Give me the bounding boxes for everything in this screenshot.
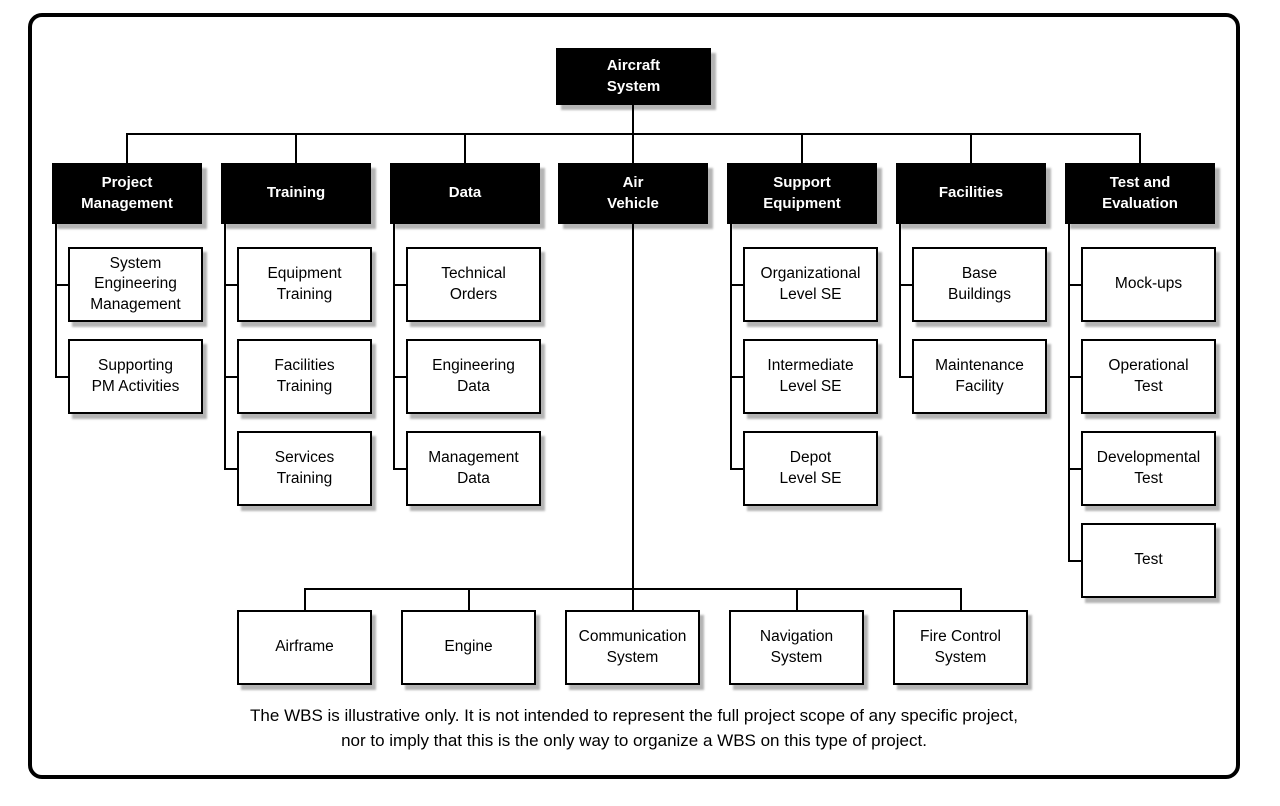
diagram-border — [28, 13, 1240, 779]
connector-elbow — [1068, 284, 1081, 286]
node-communication-system: Communication System — [565, 610, 700, 685]
node-airframe: Airframe — [237, 610, 372, 685]
node-engineering-data: Engineering Data — [406, 339, 541, 414]
connector-trunk-support-equipment — [730, 224, 732, 469]
node-depot-level-se: Depot Level SE — [743, 431, 878, 506]
connector-stub-fire-control-system — [960, 588, 962, 611]
connector-trunk-project-management — [55, 224, 57, 377]
connector-elbow — [55, 376, 68, 378]
node-data: Data — [390, 163, 540, 224]
node-project-management: Project Management — [52, 163, 202, 224]
connector-elbow — [1068, 376, 1081, 378]
node-services-training: Services Training — [237, 431, 372, 506]
connector-elbow — [730, 376, 743, 378]
connector-elbow — [393, 468, 406, 470]
connector-elbow — [899, 376, 912, 378]
connector-elbow — [1068, 468, 1081, 470]
connector-stub-project-management — [126, 133, 128, 163]
node-aircraft-system: Aircraft System — [556, 48, 711, 105]
node-technical-orders: Technical Orders — [406, 247, 541, 322]
node-training: Training — [221, 163, 371, 224]
connector-elbow — [1068, 560, 1081, 562]
connector-trunk-air-vehicle — [632, 224, 634, 611]
node-system-engineering-management: System Engineering Management — [68, 247, 203, 322]
connector-trunk-training — [224, 224, 226, 469]
node-test: Test — [1081, 523, 1216, 598]
connector-elbow — [730, 284, 743, 286]
connector-stub-support-equipment — [801, 133, 803, 163]
connector-stub-facilities — [970, 133, 972, 163]
connector-stub-navigation-system — [796, 588, 798, 611]
node-facilities: Facilities — [896, 163, 1046, 224]
node-equipment-training: Equipment Training — [237, 247, 372, 322]
connector-air-vehicle-bus — [304, 588, 962, 590]
connector-stub-airframe — [304, 588, 306, 611]
node-air-vehicle: Air Vehicle — [558, 163, 708, 224]
node-organizational-level-se: Organizational Level SE — [743, 247, 878, 322]
node-engine: Engine — [401, 610, 536, 685]
node-support-equipment: Support Equipment — [727, 163, 877, 224]
connector-stub-data — [464, 133, 466, 163]
connector-stub-engine — [468, 588, 470, 611]
node-supporting-pm-activities: Supporting PM Activities — [68, 339, 203, 414]
connector-elbow — [224, 468, 237, 470]
connector-elbow — [393, 376, 406, 378]
connector-elbow — [224, 376, 237, 378]
connector-elbow — [393, 284, 406, 286]
node-intermediate-level-se: Intermediate Level SE — [743, 339, 878, 414]
connector-stub-training — [295, 133, 297, 163]
node-developmental-test: Developmental Test — [1081, 431, 1216, 506]
node-test-and-evaluation: Test and Evaluation — [1065, 163, 1215, 224]
node-management-data: Management Data — [406, 431, 541, 506]
connector-elbow — [730, 468, 743, 470]
node-maintenance-facility: Maintenance Facility — [912, 339, 1047, 414]
connector-root-trunk — [632, 105, 634, 134]
node-facilities-training: Facilities Training — [237, 339, 372, 414]
connector-stub-air-vehicle — [632, 133, 634, 163]
connector-elbow — [899, 284, 912, 286]
connector-stub-test-and-evaluation — [1139, 133, 1141, 163]
connector-elbow — [55, 284, 68, 286]
node-navigation-system: Navigation System — [729, 610, 864, 685]
node-mock-ups: Mock-ups — [1081, 247, 1216, 322]
connector-elbow — [224, 284, 237, 286]
node-base-buildings: Base Buildings — [912, 247, 1047, 322]
node-operational-test: Operational Test — [1081, 339, 1216, 414]
connector-trunk-test-and-evaluation — [1068, 224, 1070, 561]
footnote-text: The WBS is illustrative only. It is not … — [250, 706, 1018, 750]
connector-trunk-data — [393, 224, 395, 469]
node-fire-control-system: Fire Control System — [893, 610, 1028, 685]
connector-trunk-facilities — [899, 224, 901, 377]
